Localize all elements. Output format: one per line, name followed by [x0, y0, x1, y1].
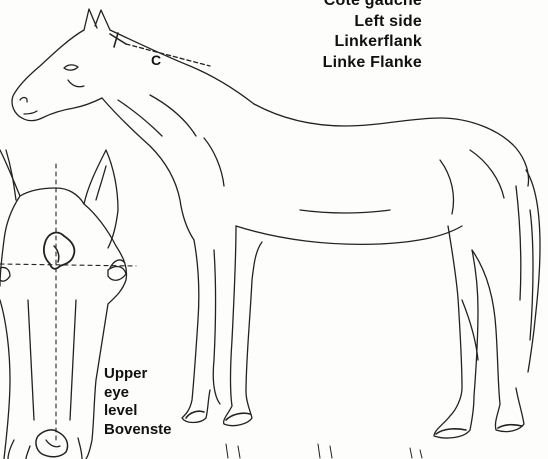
horse-side-view	[12, 9, 540, 458]
eye-label-line-4: Bovenste	[104, 421, 172, 440]
label-fr: Côté gauche	[323, 0, 422, 12]
eye-label-line-3: level	[104, 402, 172, 421]
marker-c-label: C	[151, 52, 161, 68]
eye-label-line-1: Upper	[104, 365, 172, 384]
label-de: Linke Flanke	[323, 53, 422, 74]
label-en: Left side	[323, 12, 422, 33]
label-nl: Linkerflank	[323, 32, 422, 53]
eye-label-line-2: eye	[104, 384, 172, 403]
side-view-labels: Côté gauche Left side Linkerflank Linke …	[323, 0, 422, 73]
eye-level-labels: Upper eye level Bovenste	[104, 365, 172, 439]
